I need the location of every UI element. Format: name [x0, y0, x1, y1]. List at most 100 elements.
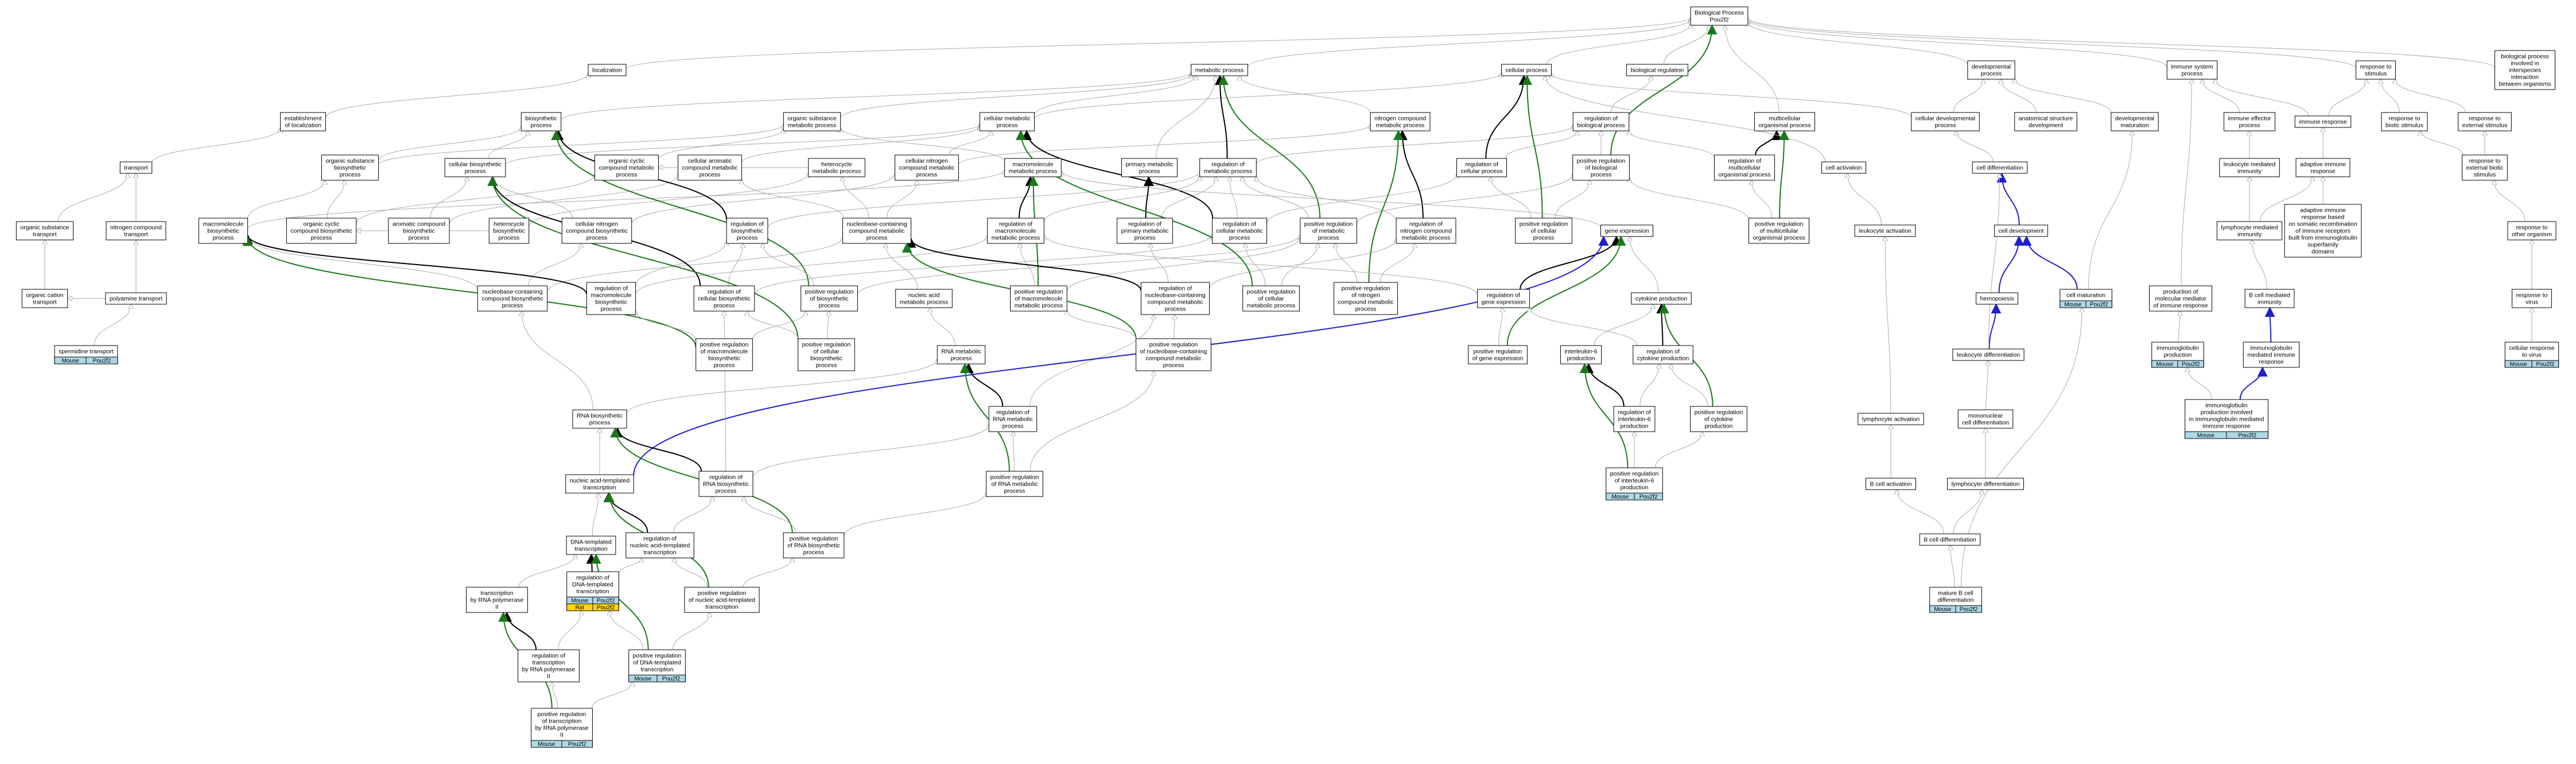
- go-term-node[interactable]: regulation ofDNA-templatedtranscriptionM…: [566, 571, 619, 611]
- go-term-node[interactable]: metabolic process: [1191, 64, 1248, 76]
- go-term-node[interactable]: cellular process: [1501, 64, 1552, 76]
- go-term-node[interactable]: lymphocyte activation: [1858, 413, 1924, 425]
- go-term-node[interactable]: immune response: [2294, 115, 2352, 128]
- go-term-node[interactable]: biological regulation: [1626, 64, 1688, 76]
- go-term-node[interactable]: regulation ofmacromoleculebiosyntheticpr…: [586, 282, 636, 315]
- go-term-node[interactable]: B cell differentiation: [1919, 533, 1981, 546]
- go-term-node[interactable]: cell activation: [1821, 161, 1867, 174]
- go-term-node[interactable]: B cell activation: [1866, 478, 1916, 490]
- go-term-node[interactable]: transport: [119, 161, 153, 174]
- go-term-node[interactable]: leukocyte differentiation: [1952, 348, 2025, 361]
- go-term-node[interactable]: hemopoiesis: [1976, 292, 2018, 305]
- go-term-node[interactable]: polyamine transport: [105, 292, 167, 305]
- go-term-node[interactable]: lymphocyte differentiation: [1947, 478, 2024, 490]
- go-term-node[interactable]: regulation ofnucleobase-containingcompou…: [1140, 282, 1210, 315]
